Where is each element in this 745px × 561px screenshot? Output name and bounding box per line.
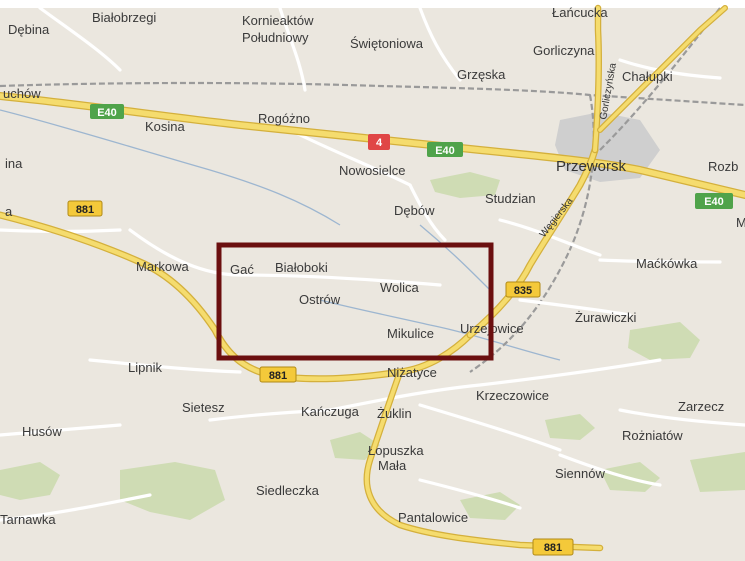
place-label: Sietesz: [182, 400, 225, 415]
shield-881-west: 881: [67, 200, 103, 217]
shield-4-text: 4: [376, 137, 383, 149]
shield-881-center-text: 881: [269, 370, 287, 382]
place-label: Husów: [22, 424, 62, 439]
place-label: Chałupki: [622, 69, 673, 84]
place-label: Dębów: [394, 203, 435, 218]
shield-e40-west: E40: [90, 104, 124, 119]
place-label: Gać: [230, 262, 254, 277]
shield-835: 835: [505, 281, 541, 298]
place-label: Łańcucka: [552, 5, 608, 20]
place-label: Niżatyce: [387, 365, 437, 380]
place-label: Białoboki: [275, 260, 328, 275]
shield-e40-west-text: E40: [97, 107, 117, 119]
shield-835-bg: [505, 281, 541, 298]
highlight-box: [216, 242, 494, 361]
place-label: Mikulice: [387, 326, 434, 341]
place-label: Maćkówka: [636, 256, 698, 271]
shield-e40-east-text: E40: [704, 196, 724, 208]
shield-e40-west-bg: [90, 104, 124, 119]
shield-881-west-bg: [67, 200, 103, 217]
shield-4-bg: [368, 134, 390, 150]
place-label: Dębina: [8, 22, 50, 37]
place-label: Zarzecz: [678, 399, 724, 414]
shield-e40-center-text: E40: [435, 145, 455, 157]
place-label: Białobrzegi: [92, 10, 156, 25]
place-labels: Białobrzegi Kornieaktów Południowy Łańcu…: [0, 5, 745, 527]
place-label: Tarnawka: [0, 512, 56, 527]
shield-881-west-text: 881: [76, 204, 94, 216]
place-label: ina: [5, 156, 23, 171]
minor-roads: [0, 6, 745, 522]
top-strip: [0, 0, 745, 8]
rivers: [0, 109, 561, 361]
shield-e40-east: E40: [695, 193, 733, 209]
place-label: uchów: [3, 86, 41, 101]
place-label: Wolica: [380, 280, 420, 295]
shield-881-south-text: 881: [544, 542, 562, 554]
place-label: Grzęska: [457, 67, 506, 82]
place-label: Rożniatów: [622, 428, 683, 443]
shield-e40-center-bg: [427, 142, 463, 157]
place-label: Rozb: [708, 159, 738, 174]
shield-881-center-bg: [259, 366, 297, 383]
place-label: Markowa: [136, 259, 190, 274]
place-label: Lipnik: [128, 360, 162, 375]
shield-881-center: 881: [259, 366, 297, 383]
place-label: Pantalowice: [398, 510, 468, 525]
place-label: Ostrów: [299, 292, 341, 307]
place-label: Krzeczowice: [476, 388, 549, 403]
place-label: Żuklin: [377, 406, 412, 421]
place-label: Rogóżno: [258, 111, 310, 126]
place-label: Kosina: [145, 119, 186, 134]
forest-areas: [0, 172, 745, 520]
place-label: Studzian: [485, 191, 536, 206]
place-label: Świętoniowa: [350, 36, 424, 51]
shield-4: 4: [368, 134, 390, 150]
shield-881-south: 881: [532, 538, 574, 556]
place-label: Kornieaktów: [242, 13, 314, 28]
place-label: Łopuszka: [368, 443, 424, 458]
place-label: Nowosielce: [339, 163, 405, 178]
shield-881-south-bg: [532, 538, 574, 556]
place-label: Mała: [378, 458, 407, 473]
place-label: Gorliczyna: [533, 43, 595, 58]
place-label: Siennów: [555, 466, 605, 481]
place-label: Kańczuga: [301, 404, 360, 419]
shield-e40-center: E40: [427, 142, 463, 157]
place-label: Południowy: [242, 30, 309, 45]
shield-e40-east-bg: [695, 193, 733, 209]
place-label: M: [736, 215, 745, 230]
place-label: Przeworsk: [556, 158, 627, 175]
place-label: Żurawiczki: [575, 310, 637, 325]
shield-835-text: 835: [514, 285, 532, 297]
place-label: Siedleczka: [256, 483, 320, 498]
place-label: a: [5, 204, 13, 219]
